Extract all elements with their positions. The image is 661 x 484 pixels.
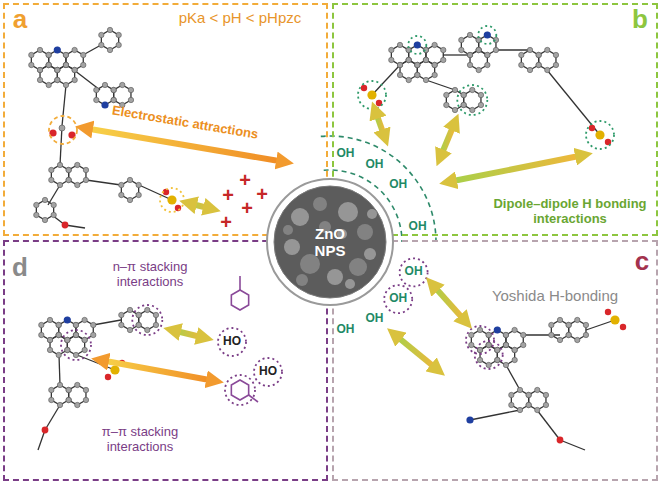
surface-charge: + (222, 184, 234, 207)
hydroxyl-group: OH (337, 323, 355, 337)
hydroxyl-group: OH (409, 220, 427, 234)
hydroxyl-group: OH (337, 147, 355, 161)
panel-letter: a (13, 5, 27, 35)
interaction-label: Dipole–dipole H bonding interactions (490, 197, 650, 227)
panel-letter: c (635, 247, 649, 277)
hydroxyl-group: HO (259, 365, 277, 379)
surface-charge: + (239, 169, 251, 192)
surface-charge: + (220, 211, 232, 234)
particle-label: ZnO NPS (300, 225, 360, 260)
ph-condition: pKa < pH < pHpzc (179, 9, 302, 26)
interaction-label: Electrostatic attractions (111, 103, 260, 142)
panel-letter: d (12, 253, 28, 283)
molecule-d (38, 276, 282, 450)
surface-charge: + (241, 197, 253, 220)
interaction-arrows (84, 110, 584, 381)
surface-charge: + (256, 183, 268, 206)
hydroxyl-group: OH (366, 158, 384, 172)
interaction-label: Yoshida H-bonding (492, 287, 618, 304)
panel-b: bDipole–dipole H bonding interactions (332, 3, 658, 236)
panel-letter: b (632, 5, 648, 35)
hydroxyl-group: OH (389, 292, 407, 306)
interaction-label: π–π stacking interactions (80, 425, 200, 455)
molecule-c (384, 258, 626, 450)
hydroxyl-group: OH (366, 312, 384, 326)
hydroxyl-group: OH (389, 178, 407, 192)
molecule-a (29, 27, 184, 228)
zno-circle: ZnO NPS (266, 178, 394, 306)
hydroxyl-group: HO (223, 335, 241, 349)
interaction-label: n–π stacking interactions (90, 260, 210, 290)
panel-a: a pKa < pH < pHpzcElectrostatic attractio… (3, 3, 328, 236)
hydroxyl-group: OH (405, 265, 423, 279)
